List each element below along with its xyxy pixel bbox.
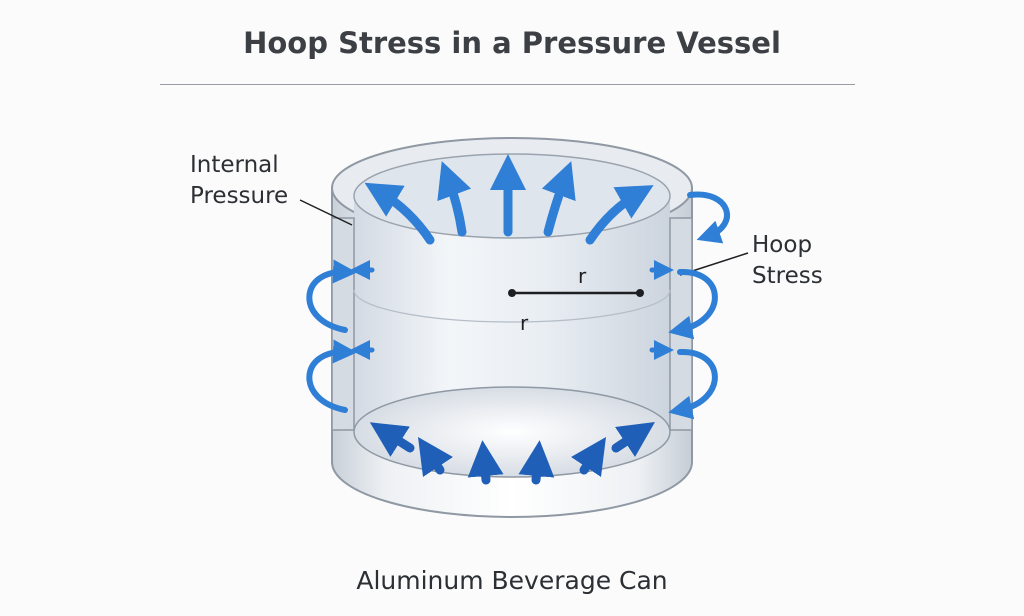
pressure-arrow-9 xyxy=(536,458,538,480)
wall-section-right xyxy=(670,218,692,430)
radius-label-top: r xyxy=(578,264,587,288)
radius-center-dot xyxy=(508,289,516,297)
wall-section-left xyxy=(332,218,354,430)
vessel-floor xyxy=(354,387,670,477)
radius-label-bottom: r xyxy=(520,311,529,335)
pressure-arrow-8 xyxy=(484,458,486,480)
hoop-arrow-right-top xyxy=(690,195,727,236)
radius-end-dot xyxy=(636,289,644,297)
